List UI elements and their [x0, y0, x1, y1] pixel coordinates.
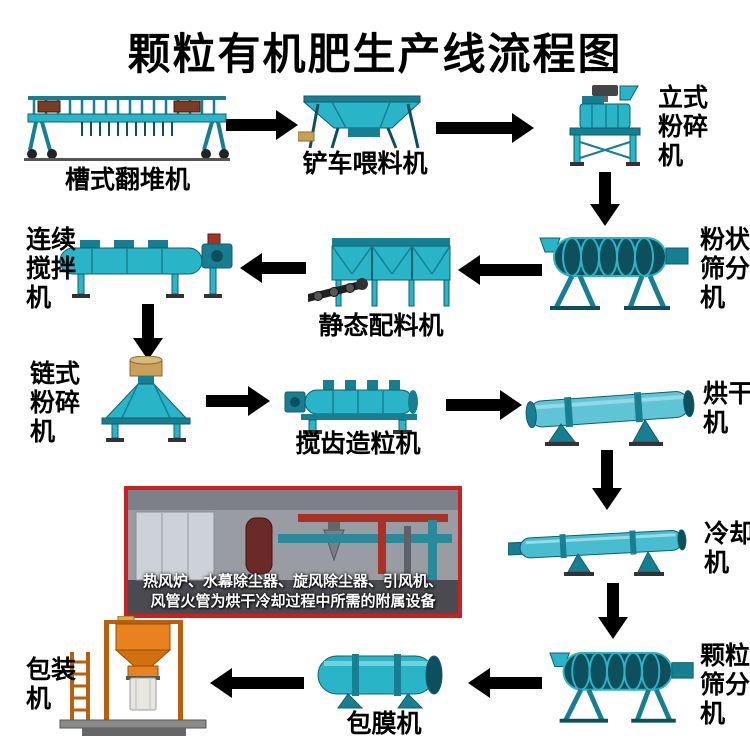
trough-turner-illustration	[24, 96, 230, 161]
flow-arrow-down-1	[590, 172, 620, 226]
granule-screener-label: 颗粒筛分机	[700, 641, 750, 728]
flow-arrow-left-3	[468, 668, 542, 698]
dryer-illustration	[525, 390, 695, 446]
cooler-illustration	[508, 529, 687, 576]
powder-screener-illustration	[539, 237, 689, 310]
auxiliary-note-line2: 风管火管为烘干冷却过程中所需的附属设备	[150, 591, 436, 610]
flow-arrow-left-4	[210, 668, 304, 698]
loader-feeder-label: 铲车喂料机	[302, 149, 428, 178]
auxiliary-photo-illustration	[128, 490, 458, 614]
granule-screener-illustration	[549, 652, 694, 723]
continuous-mixer-label: 连续搅拌机	[26, 225, 77, 312]
stirring-granulator-illustration	[284, 380, 418, 434]
flow-arrow-left-2	[240, 253, 306, 283]
flow-arrow-right-4	[446, 390, 522, 420]
auxiliary-note-line1: 热风炉、水幕除尘器、旋风除尘器、引风机、	[142, 572, 443, 590]
continuous-mixer-illustration	[59, 233, 233, 298]
vertical-crusher-illustration	[569, 85, 641, 166]
coating-machine-illustration	[317, 654, 443, 709]
chain-crusher-illustration	[101, 356, 191, 442]
vertical-crusher-label: 立式粉碎机	[658, 83, 709, 170]
packing-machine-illustration	[59, 616, 207, 736]
flow-arrow-down-2	[133, 304, 163, 360]
trough-turner-label: 槽式翻堆机	[64, 165, 190, 194]
flow-arrow-down-4	[598, 583, 628, 639]
coating-machine-label: 包膜机	[346, 709, 422, 738]
auxiliary-equipment-photo: 热风炉、水幕除尘器、旋风除尘器、引风机、 风管火管为烘干冷却过程中所需的附属设备	[124, 486, 462, 618]
loader-feeder-illustration	[298, 95, 422, 149]
flow-arrow-right-1	[226, 110, 298, 140]
chain-crusher-label: 链式粉碎机	[30, 359, 81, 446]
flow-arrow-down-3	[592, 450, 622, 510]
flow-arrow-left-1	[458, 255, 542, 285]
page-title: 颗粒有机肥生产线流程图	[127, 30, 623, 80]
flow-arrow-right-2	[436, 113, 534, 143]
static-batcher-illustration	[308, 238, 451, 307]
static-batcher-label: 静态配料机	[318, 311, 444, 340]
packing-machine-label: 包装机	[26, 655, 77, 713]
cooler-label: 冷却机	[704, 519, 750, 577]
dryer-label: 烘干机	[703, 379, 750, 437]
flow-arrow-right-3	[206, 386, 270, 416]
stirring-granulator-label: 搅齿造粒机	[295, 429, 421, 458]
auxiliary-note: 热风炉、水幕除尘器、旋风除尘器、引风机、 风管火管为烘干冷却过程中所需的附属设备	[128, 572, 458, 611]
powder-screener-label: 粉状筛分机	[700, 225, 750, 312]
